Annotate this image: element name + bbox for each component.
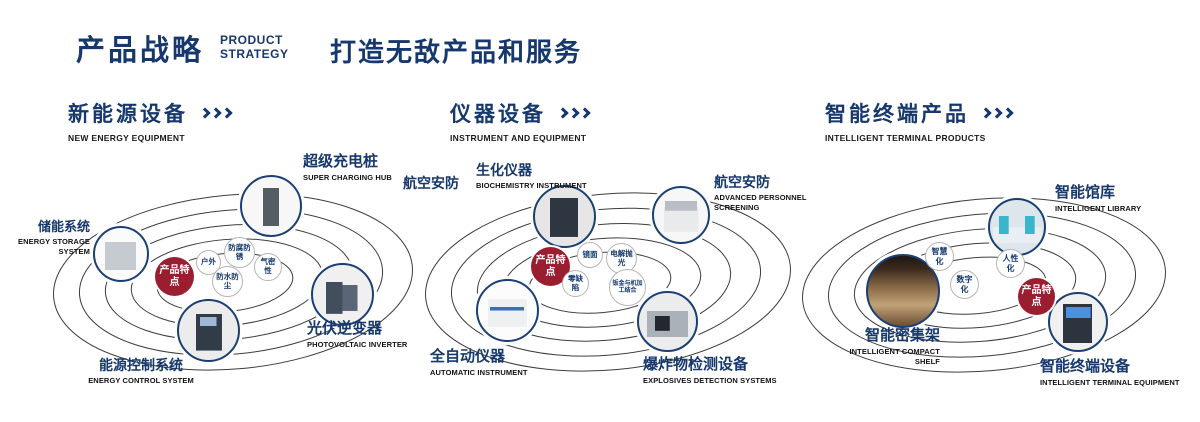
product-image-intelligent-library: [988, 198, 1046, 256]
label-aviation-security-left: 航空安防: [403, 175, 459, 191]
product-image-pv-inverter: [311, 263, 374, 326]
product-image-super-charging-hub: [240, 175, 302, 237]
product-image-explosives-detection: [637, 291, 698, 352]
section-header-new-energy: 新能源设备 NEW ENERGY EQUIPMENT: [68, 98, 233, 143]
tagline: 打造无敌产品和服务: [330, 37, 583, 67]
product-image-compact-shelf: [866, 254, 940, 328]
product-label-terminal-equipment: 智能终端设备 INTELLIGENT TERMINAL EQUIPMENT: [1040, 358, 1180, 387]
section-title-instrument: 仪器设备: [450, 103, 546, 126]
product-image-terminal-equipment: [1048, 292, 1108, 352]
page-subtitle: PRODUCT STRATEGY: [220, 33, 289, 62]
triple-chevron-icon: [556, 107, 591, 119]
feature-bubble-electropolish: 电解抛光: [606, 243, 637, 274]
feature-bubble-smart: 智慧化: [925, 242, 954, 271]
features-badge-intelligent: 产品特点: [1018, 278, 1055, 315]
section-subtitle-instrument: INSTRUMENT AND EQUIPMENT: [450, 133, 587, 143]
product-image-energy-storage: [93, 226, 149, 282]
section-header-instrument: 仪器设备 INSTRUMENT AND EQUIPMENT: [450, 98, 591, 143]
product-label-automatic-instrument: 全自动仪器 AUTOMATIC INSTRUMENT: [430, 348, 528, 377]
product-image-energy-control: [177, 299, 240, 362]
page-subtitle-line2: STRATEGY: [220, 46, 289, 61]
product-label-explosives-detection: 爆炸物检测设备 EXPLOSIVES DETECTION SYSTEMS: [643, 356, 777, 385]
triple-chevron-icon: [198, 107, 233, 119]
section-subtitle-new-energy: NEW ENERGY EQUIPMENT: [68, 133, 185, 143]
section-title-intelligent: 智能终端产品: [825, 103, 969, 126]
page-subtitle-line1: PRODUCT: [220, 33, 283, 47]
feature-bubble-mirror: 镜面: [577, 242, 603, 268]
product-label-biochemistry: 生化仪器 BIOCHEMISTRY INSTRUMENT: [476, 162, 587, 190]
product-label-energy-storage: 储能系统 ENERGY STORAGE SYSTEM: [18, 219, 90, 256]
product-label-personnel-screening: 航空安防 ADVANCED PERSONNEL SCREENING: [714, 174, 807, 212]
product-image-personnel-screening: [652, 186, 710, 244]
features-badge-new-energy: 产品特点: [155, 257, 194, 296]
product-image-automatic-instrument: [476, 279, 539, 342]
orbit-rings-instrument: [425, 192, 791, 372]
page-title: 产品战略: [76, 35, 205, 67]
feature-bubble-anticorrosion: 防腐防锈: [224, 237, 255, 268]
feature-bubble-airtight: 气密性: [254, 253, 282, 281]
feature-bubble-sheetmetal-machining: 钣金与机加工结合: [609, 269, 646, 306]
product-label-compact-shelf: 智能密集架 INTELLIGENT COMPACT SHELF: [849, 327, 940, 367]
section-subtitle-intelligent: INTELLIGENT TERMINAL PRODUCTS: [825, 133, 986, 143]
product-label-energy-control: 能源控制系统 ENERGY CONTROL SYSTEM: [88, 357, 194, 385]
triple-chevron-icon: [979, 107, 1014, 119]
feature-bubble-digital: 数字化: [950, 270, 979, 299]
feature-bubble-zero-defect: 零缺陷: [562, 270, 589, 297]
product-label-super-charging-hub: 超级充电桩 SUPER CHARGING HUB: [303, 153, 392, 182]
section-header-intelligent: 智能终端产品 INTELLIGENT TERMINAL PRODUCTS: [825, 98, 1014, 143]
product-label-pv-inverter: 光伏逆变器 PHOTOVOLTAIC INVERTER: [307, 320, 408, 349]
product-image-biochemistry: [533, 185, 596, 248]
section-title-new-energy: 新能源设备: [68, 103, 188, 126]
feature-bubble-waterproof: 防水防尘: [212, 266, 243, 297]
product-label-intelligent-library: 智能馆库 INTELLIGENT LIBRARY: [1055, 184, 1142, 213]
feature-bubble-humanized: 人性化: [996, 249, 1025, 278]
